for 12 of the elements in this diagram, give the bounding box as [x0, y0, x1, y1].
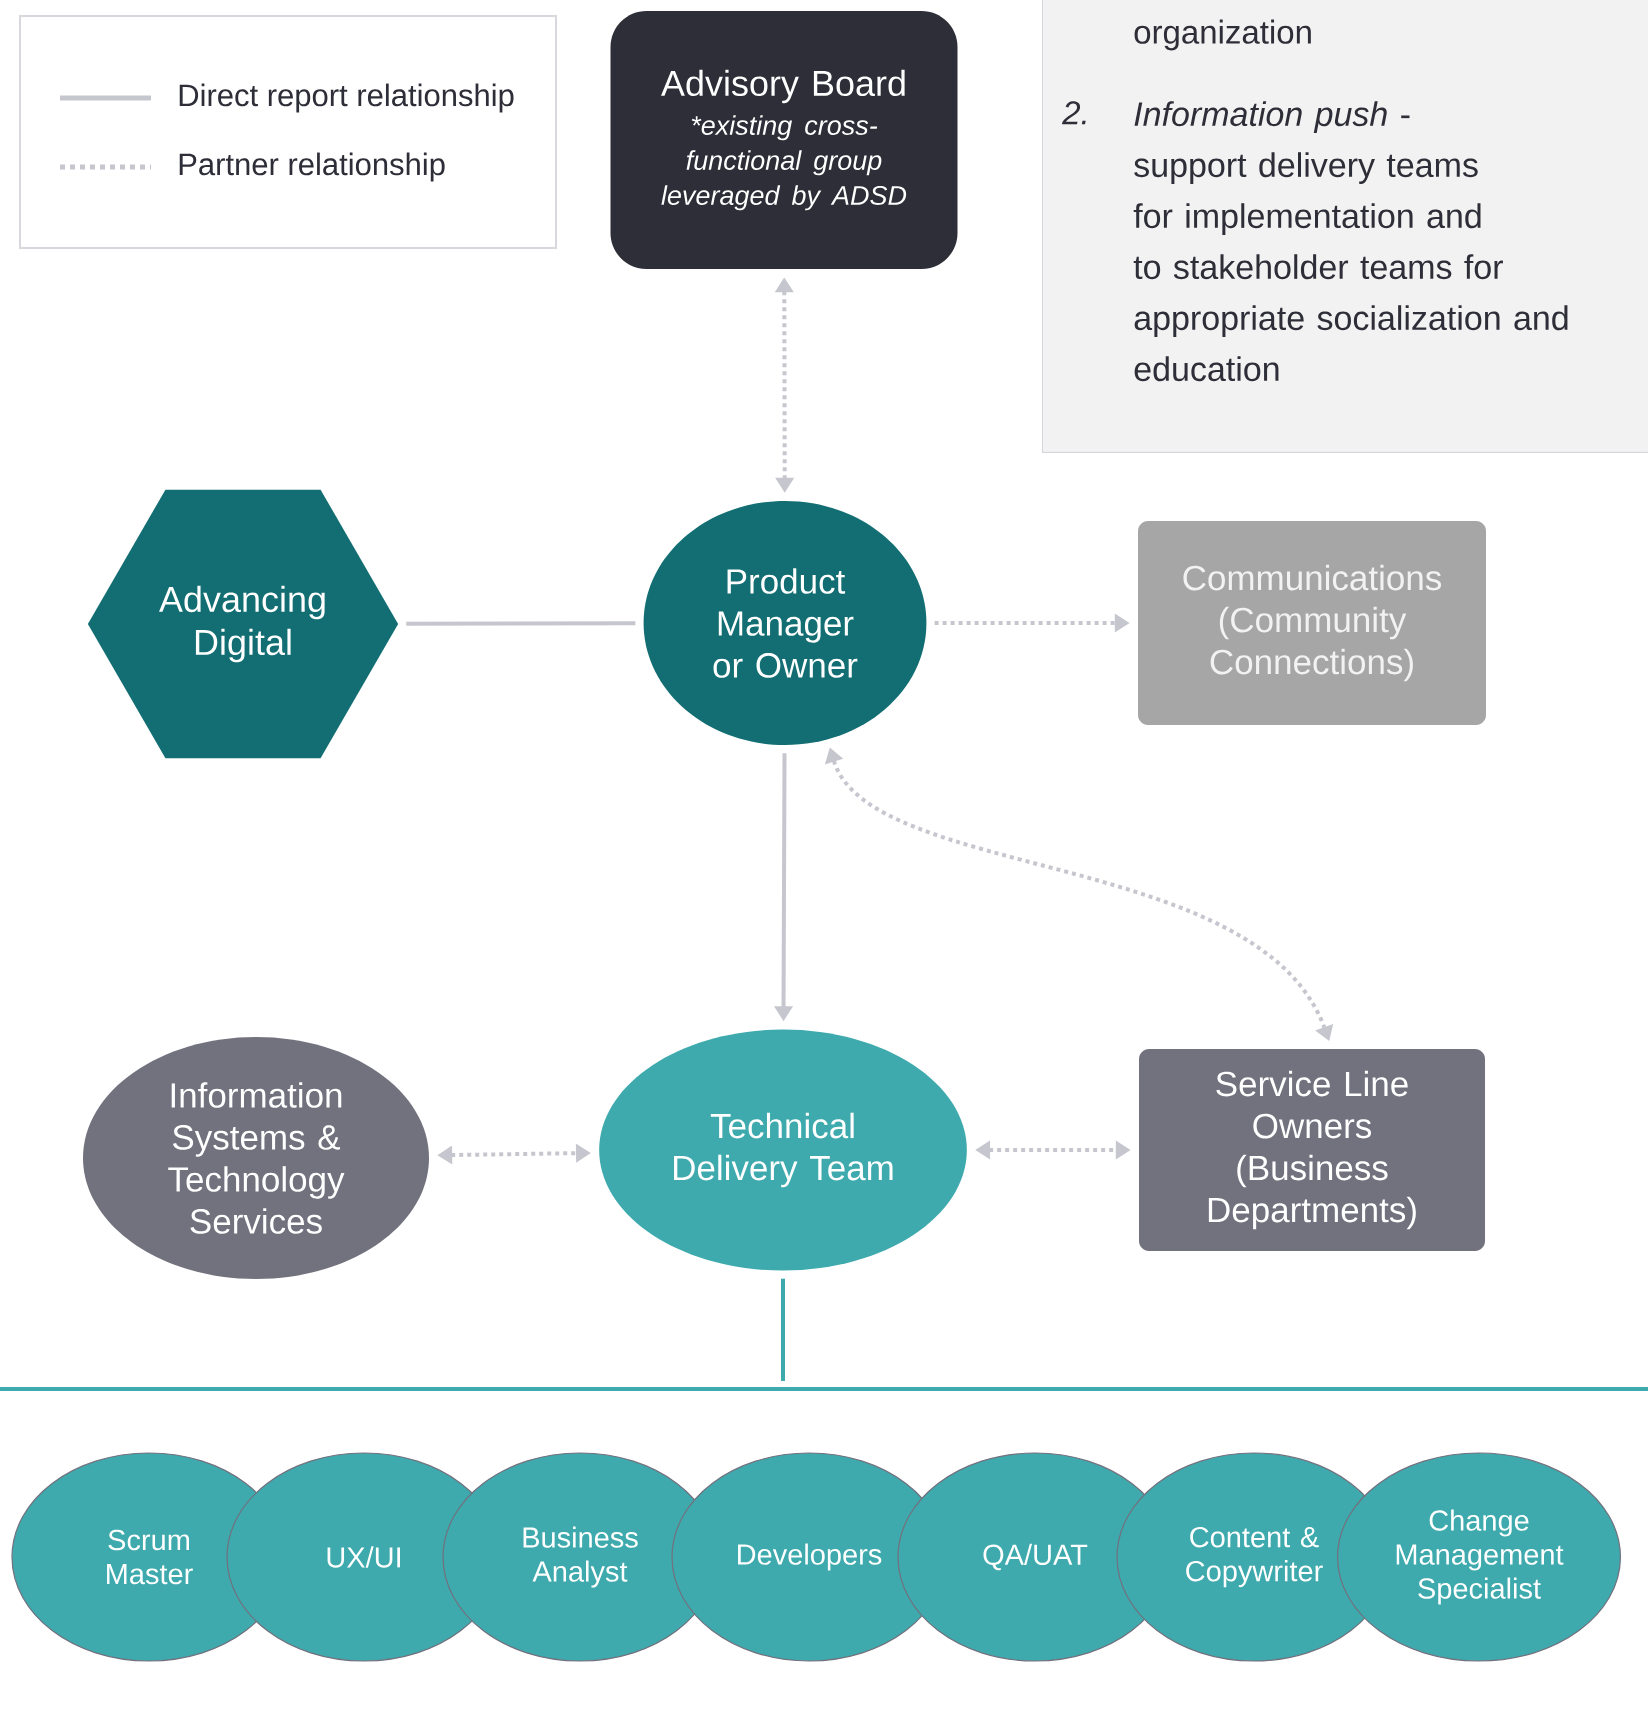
note-panel — [1042, 0, 1648, 453]
connector — [781, 1278, 785, 1381]
process-box: Service Line Owners (Business Departments) — [1139, 1049, 1485, 1251]
note-text: Information push - support delivery teams for implementation and to stakeholder teams for appropriate socialization and education — [1133, 101, 1568, 382]
legend-label: Direct report relationship — [179, 83, 514, 113]
hexagon: Advancing Digital — [87, 489, 399, 759]
connector — [406, 621, 636, 626]
board-box: Advisory Board *existing cross-functional group leveraged by ADSD — [610, 11, 958, 269]
note-text: organization — [1134, 19, 1311, 51]
list-number: 2. — [1062, 101, 1086, 125]
process-box: Communications (Community Connections) — [1138, 521, 1486, 725]
legend-label: Partner relationship — [179, 152, 445, 182]
